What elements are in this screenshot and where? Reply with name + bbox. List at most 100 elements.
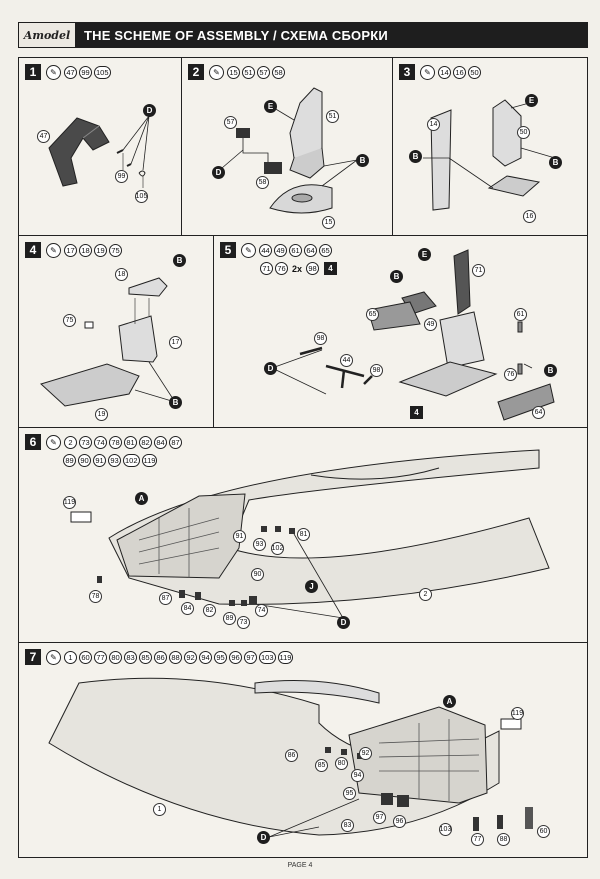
part-badge: 93 (108, 454, 121, 467)
part-badge: 119 (141, 454, 158, 467)
part-badge: 78 (109, 435, 122, 449)
part-callout: 91 (233, 530, 246, 543)
tool-icon: B (356, 154, 369, 167)
part-callout: 73 (237, 616, 250, 629)
step-4-header: 4 ✎ 17 18 19 75 (25, 242, 122, 258)
step-5-header: 5 ✎ 44 49 61 64 65 71 76 2x 98 4 (220, 242, 370, 275)
tool-icon: D (337, 616, 350, 629)
part-callout: 81 (297, 528, 310, 541)
part-badge: 83 (124, 650, 137, 664)
glue-icon: ✎ (241, 242, 256, 258)
tool-icon: A (443, 695, 456, 708)
part-badge: 50 (468, 65, 481, 79)
part-badge: 89 (63, 454, 76, 467)
step-5-drawing (271, 249, 555, 421)
part-callout: 84 (181, 602, 194, 615)
part-badge: 94 (199, 650, 212, 664)
part-badge: 92 (184, 650, 197, 664)
part-badge: 85 (139, 650, 152, 664)
part-badge: 88 (169, 650, 182, 664)
step-6-header: 6 ✎ 2 73 74 78 81 82 84 87 89 90 91 93 1… (25, 434, 225, 467)
tool-icon: A (135, 492, 148, 505)
part-callout: 85 (315, 759, 328, 772)
step-5-panel: 5 ✎ 44 49 61 64 65 71 76 2x 98 4 71 65 4… (213, 235, 588, 428)
part-callout: 86 (285, 749, 298, 762)
part-callout: 119 (511, 707, 524, 720)
step-number: 7 (25, 649, 41, 665)
glue-icon: ✎ (46, 64, 61, 80)
page-title: THE SCHEME OF ASSEMBLY / СХЕМА СБОРКИ (84, 27, 388, 43)
tool-icon: D (257, 831, 270, 844)
step-7-header: 7 ✎ 1 60 77 80 83 85 86 88 92 94 95 96 9… (25, 649, 294, 665)
step-7-drawing (48, 677, 533, 838)
step-3-drawing (423, 99, 556, 211)
step-4-panel: 4 ✎ 17 18 19 75 18 75 17 19 B B (18, 235, 214, 428)
quantity-multiplier: 2x (292, 263, 303, 274)
subassembly-ref: 4 (324, 262, 338, 275)
part-badge: 82 (139, 435, 152, 449)
part-callout: 18 (115, 268, 128, 281)
part-callout: 77 (471, 833, 484, 846)
tool-icon: B (544, 364, 557, 377)
part-callout: 96 (393, 815, 406, 828)
part-badge: 90 (78, 454, 91, 467)
part-callout: 89 (223, 612, 236, 625)
step-1-header: 1 ✎ 47 99 105 (25, 64, 111, 80)
tool-icon: B (409, 150, 422, 163)
page-number: PAGE 4 (287, 862, 313, 869)
part-callout: 44 (340, 354, 353, 367)
tool-icon: D (264, 362, 277, 375)
part-callout: 19 (95, 408, 108, 421)
part-badge: 95 (214, 650, 227, 664)
part-badge: 1 (64, 650, 77, 664)
part-callout: 119 (63, 496, 76, 509)
page-header: Amodel THE SCHEME OF ASSEMBLY / СХЕМА СБ… (18, 22, 588, 48)
tool-icon: B (549, 156, 562, 169)
part-callout: 14 (427, 118, 440, 131)
part-badge: 47 (64, 65, 77, 79)
tool-icon: E (264, 100, 277, 113)
step-number: 5 (220, 242, 236, 258)
step-number: 4 (25, 242, 41, 258)
part-badge: 49 (274, 243, 287, 257)
part-badge: 91 (93, 454, 106, 467)
part-badge: 18 (79, 243, 92, 257)
part-badge: 96 (229, 650, 242, 664)
step-6-panel: 6 ✎ 2 73 74 78 81 82 84 87 89 90 91 93 1… (18, 427, 588, 643)
part-badge: 75 (109, 243, 122, 257)
part-callout: 98 (314, 332, 327, 345)
part-callout: 95 (343, 787, 356, 800)
part-badge: 77 (94, 650, 107, 664)
part-badge: 81 (124, 435, 137, 449)
part-badge: 103 (259, 650, 276, 664)
part-callout: 51 (326, 110, 339, 123)
part-badge: 2 (64, 435, 77, 449)
step-3-panel: 3 ✎ 14 16 50 14 50 16 E B B (392, 57, 588, 236)
step-2-panel: 2 ✎ 15 51 57 58 57 58 51 15 E D B (181, 57, 393, 236)
part-callout: 64 (532, 406, 545, 419)
part-badge: 98 (306, 262, 320, 275)
part-callout: 57 (224, 116, 237, 129)
part-badge: 80 (109, 650, 122, 664)
part-badge: 99 (79, 65, 92, 79)
part-callout: 74 (255, 604, 268, 617)
part-callout: 2 (419, 588, 432, 601)
step-2-drawing (221, 87, 358, 214)
amodel-logo: Amodel (18, 22, 76, 48)
part-badge: 17 (64, 243, 77, 257)
tool-icon: B (169, 396, 182, 409)
part-callout: 65 (366, 308, 379, 321)
part-callout: 75 (63, 314, 76, 327)
glue-icon: ✎ (46, 649, 61, 665)
step-6-drawing (70, 449, 550, 619)
part-badge: 73 (79, 435, 92, 449)
step-number: 1 (25, 64, 41, 80)
part-badge: 102 (123, 454, 140, 467)
part-callout: 60 (537, 825, 550, 838)
glue-icon: ✎ (46, 242, 61, 258)
part-badge: 74 (94, 435, 107, 449)
step-number: 2 (188, 64, 204, 80)
part-callout: 49 (424, 318, 437, 331)
step-7-panel: 7 ✎ 1 60 77 80 83 85 86 88 92 94 95 96 9… (18, 642, 588, 858)
part-callout: 94 (351, 769, 364, 782)
